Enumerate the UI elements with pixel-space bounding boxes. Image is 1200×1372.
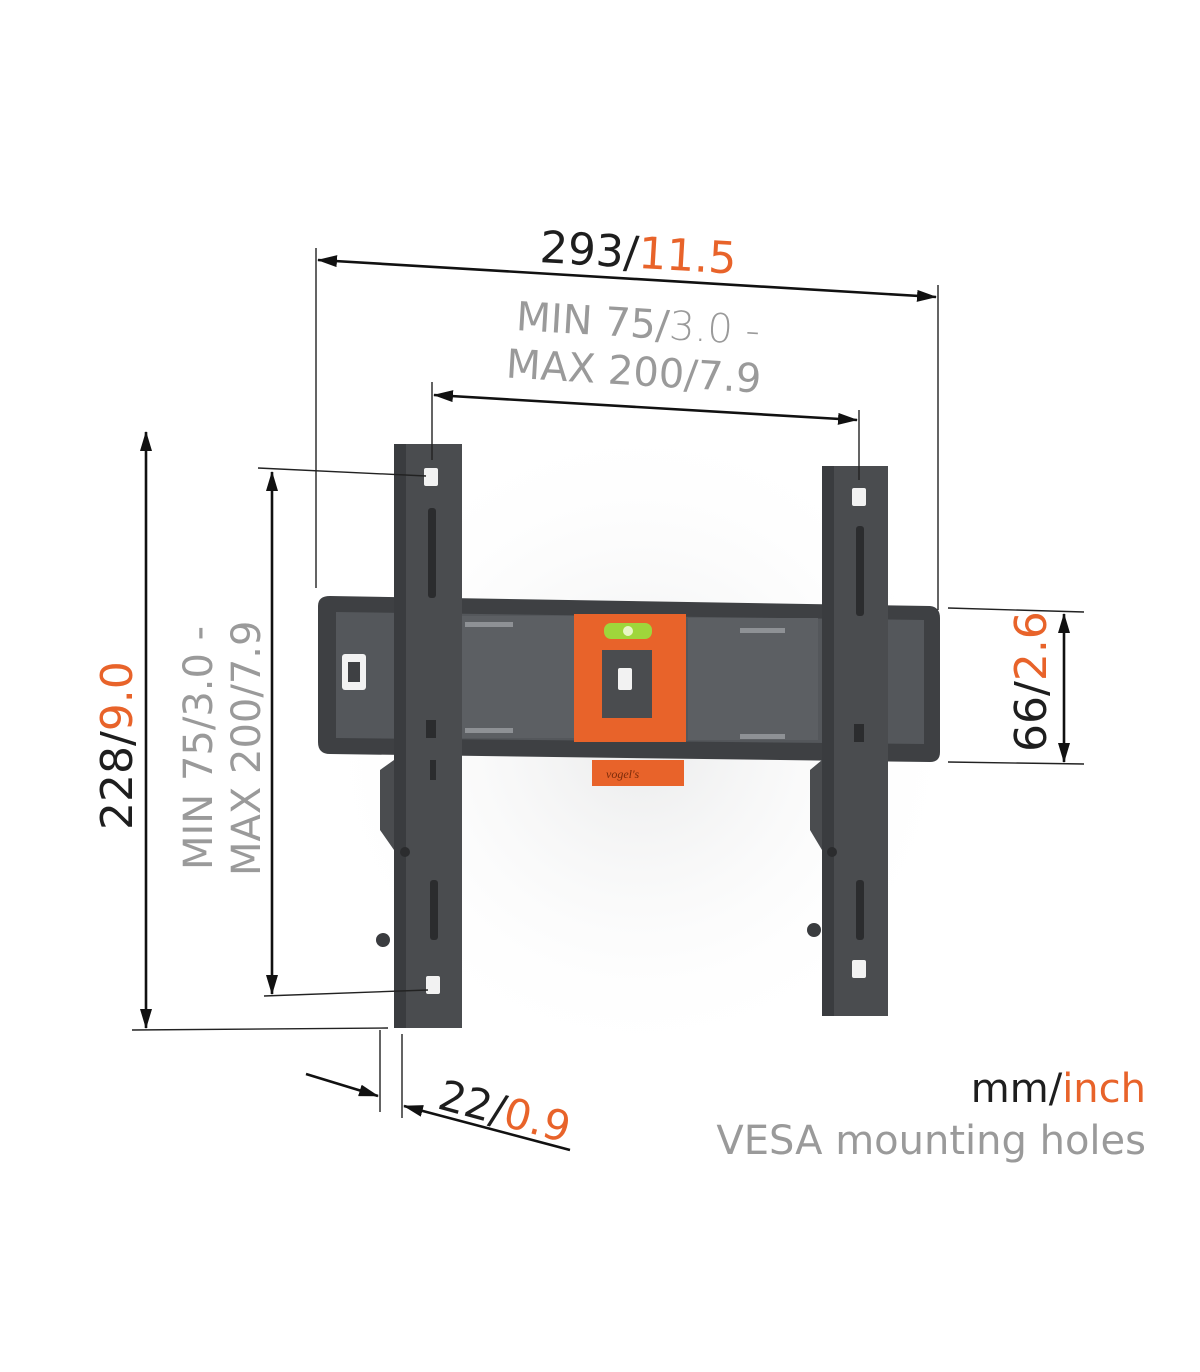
width-total-arrow [317,255,937,302]
vesa-hole-bottom-left-icon [426,976,440,994]
vesa-horizontal-label-line2: MAX 200/7.9 [505,341,763,402]
vesa-h-max-inch: 7.9 [696,353,762,403]
vesa-hole-top-left-icon [424,468,438,486]
width-inch: 11.5 [637,228,738,285]
unit-legend: mm/inch [971,1066,1146,1112]
rail-height-inch: 2.6 [1006,611,1057,681]
depth-arrow-right [403,1104,571,1152]
width-sep: / [622,227,640,279]
vesa-vertical-label-line1: MIN 75/3.0 - [176,626,222,870]
vesa-hole-top-right-icon [852,488,866,506]
depth-label: 22/0.9 [433,1070,576,1152]
unit-mm: mm [971,1066,1049,1112]
vesa-v-min: MIN 75/ [176,716,222,870]
height-sep: / [92,731,143,746]
vesa-horizontal-label-line1: MIN 75/3.0 - [515,294,761,354]
width-mm: 293 [538,222,625,278]
level-slot-icon [618,668,632,690]
vesa-vertical-label-line2: MAX 200/7.9 [224,621,270,876]
vesa-hole-bottom-right-icon [852,960,866,978]
depth-arrow-left [305,1072,379,1098]
extension-lines [131,248,1085,1118]
unit-inch: inch [1062,1066,1146,1112]
rail-height-sep: / [1006,681,1057,696]
rail-height-mm: 66 [1006,696,1057,752]
vesa-h-min-inch: 3.0 - [668,303,761,354]
height-inch: 9.0 [92,661,143,731]
vesa-h-min: MIN 75/ [515,294,671,349]
right-vertical-arm [807,466,888,1016]
vesa-horizontal-arrow [433,390,858,425]
vesa-note: VESA mounting holes [716,1118,1146,1164]
wall-mount-bracket: vogel's [318,444,940,1028]
vesa-v-max: MAX 200/ [224,684,270,876]
left-vertical-arm [376,444,462,1028]
depth-inch: 0.9 [499,1088,576,1153]
rail-height-label: 66/2.6 [1006,611,1057,752]
height-mm: 228 [92,746,143,830]
vesa-v-max-inch: 7.9 [224,621,270,685]
vesa-h-max: MAX 200/ [505,341,700,398]
height-total-label: 228/9.0 [92,661,143,830]
width-total-label: 293/11.5 [538,222,737,285]
vesa-v-min-inch: 3.0 - [176,626,222,717]
brand-logo: vogel's [606,767,640,781]
spirit-level-clip: vogel's [574,614,686,786]
dimension-arrows [140,255,1070,1152]
unit-sep: / [1049,1066,1063,1112]
